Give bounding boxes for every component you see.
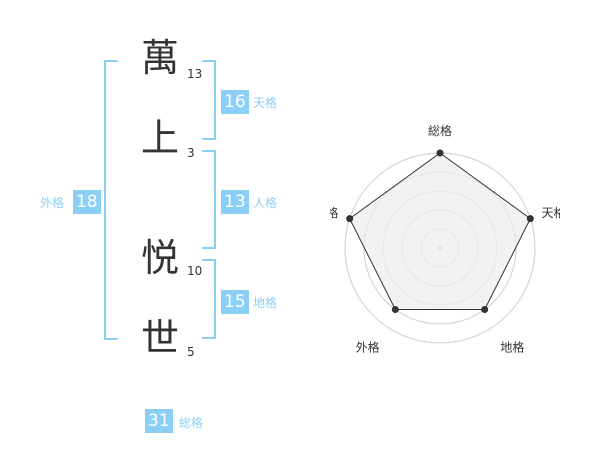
radar-axis-label-3: 地格: [500, 339, 524, 354]
soukaku-label: 総格: [179, 416, 204, 430]
jinkaku-bracket: [202, 150, 216, 249]
stroke-count-2: 3: [187, 146, 195, 160]
stroke-count-4: 5: [187, 345, 195, 359]
stroke-count-3: 10: [187, 264, 203, 278]
gaikaku-value: 18: [73, 190, 101, 214]
name-char-1: 萬: [141, 36, 180, 80]
radar-axis-label-5: 人格: [330, 205, 339, 220]
soukaku-value: 31: [145, 409, 173, 433]
tenkaku-label: 天格: [253, 96, 278, 110]
gaikaku-bracket: [104, 60, 118, 340]
stroke-count-1: 13: [187, 67, 203, 81]
radar-axis-label-4: 外格: [356, 339, 380, 354]
radar-point-1: [436, 149, 444, 157]
tenkaku-value: 16: [221, 90, 249, 114]
name-char-4: 世: [141, 316, 180, 360]
name-char-3: 悦: [141, 236, 180, 280]
chikaku-value: 15: [221, 290, 249, 314]
radar-point-2: [526, 215, 534, 223]
radar-data-polygon: [349, 152, 531, 310]
radar-point-5: [346, 215, 354, 223]
radar-point-3: [481, 305, 489, 313]
radar-axis-label-2: 天格: [541, 205, 560, 220]
radar-data-points: [346, 149, 534, 313]
gaikaku-label: 外格: [40, 196, 65, 210]
jinkaku-label: 人格: [253, 196, 278, 210]
jinkaku-value: 13: [221, 190, 249, 214]
chikaku-label: 地格: [253, 296, 278, 310]
chikaku-bracket: [202, 259, 216, 339]
name-char-2: 上: [141, 116, 180, 160]
radar-point-4: [391, 305, 399, 313]
tenkaku-bracket: [202, 60, 216, 140]
radar-axis-label-1: 総格: [428, 123, 452, 138]
